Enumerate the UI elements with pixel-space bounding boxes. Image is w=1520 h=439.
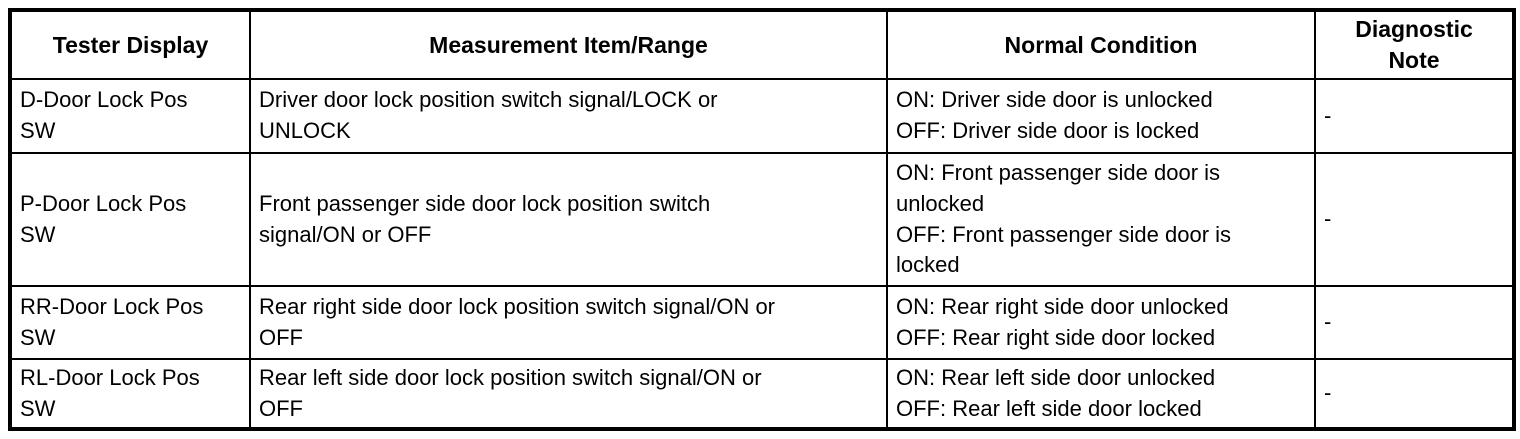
cell-diagnostic-note: - [1314,78,1515,155]
header-diagnostic-note: Diagnostic Note [1314,8,1515,81]
cell-measurement-item-range: Front passenger side door lock position … [249,152,888,288]
header-tester-display: Tester Display [9,8,251,81]
table-header-row: Tester Display Measurement Item/Range No… [9,8,1515,81]
cell-measurement-item-range: Rear right side door lock position switc… [249,285,888,361]
table-row: RL-Door Lock Pos SW Rear left side door … [9,358,1515,431]
cell-tester-display: RR-Door Lock Pos SW [9,285,251,361]
tester-display-spec-table: Tester Display Measurement Item/Range No… [8,8,1516,432]
cell-measurement-item-range: Rear left side door lock position switch… [249,358,888,431]
cell-tester-display: P-Door Lock Pos SW [9,152,251,288]
cell-normal-condition: ON: Rear right side door unlocked OFF: R… [886,285,1316,361]
cell-tester-display: D-Door Lock Pos SW [9,78,251,155]
cell-tester-display: RL-Door Lock Pos SW [9,358,251,431]
table-row: P-Door Lock Pos SW Front passenger side … [9,152,1515,288]
cell-normal-condition: ON: Rear left side door unlocked OFF: Re… [886,358,1316,431]
cell-normal-condition: ON: Front passenger side door is unlocke… [886,152,1316,288]
cell-normal-condition: ON: Driver side door is unlocked OFF: Dr… [886,78,1316,155]
header-normal-condition: Normal Condition [886,8,1316,81]
header-measurement-item-range: Measurement Item/Range [249,8,888,81]
cell-diagnostic-note: - [1314,152,1515,288]
table-row: D-Door Lock Pos SW Driver door lock posi… [9,78,1515,155]
cell-diagnostic-note: - [1314,358,1515,431]
cell-diagnostic-note: - [1314,285,1515,361]
cell-measurement-item-range: Driver door lock position switch signal/… [249,78,888,155]
table-row: RR-Door Lock Pos SW Rear right side door… [9,285,1515,361]
